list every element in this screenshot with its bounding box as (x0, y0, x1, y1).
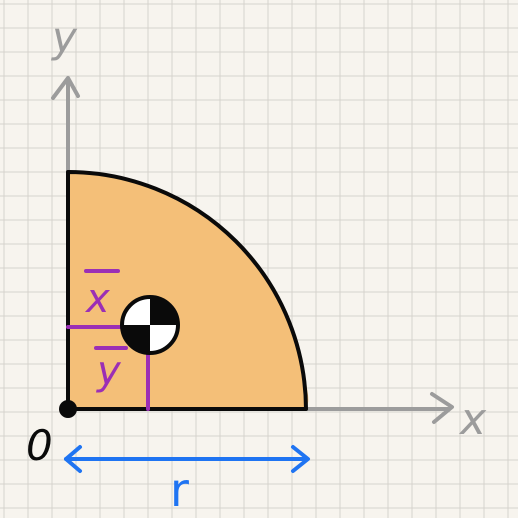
x-axis-label: x (458, 394, 487, 445)
quarter-circle-fill (68, 172, 309, 410)
x-bar-label-group: x (84, 269, 120, 322)
arrow-left-head-icon (64, 445, 82, 473)
y-bar-label-group: y (94, 346, 128, 394)
origin-dot-icon (59, 400, 77, 418)
arrow-right-head-icon (291, 445, 310, 473)
x-bar-label: x (84, 276, 110, 322)
centroid-symbol-icon (120, 295, 180, 355)
y-bar-label: y (96, 348, 122, 394)
y-axis-arrowhead-icon (51, 76, 80, 100)
origin-label: 0 (26, 421, 53, 470)
radius-dimension-arrow (64, 445, 310, 473)
y-axis-label: y (50, 13, 78, 62)
x-axis-arrowhead-icon (430, 392, 454, 424)
radius-label: r (170, 463, 189, 517)
quarter-circle-outline (66, 170, 308, 411)
